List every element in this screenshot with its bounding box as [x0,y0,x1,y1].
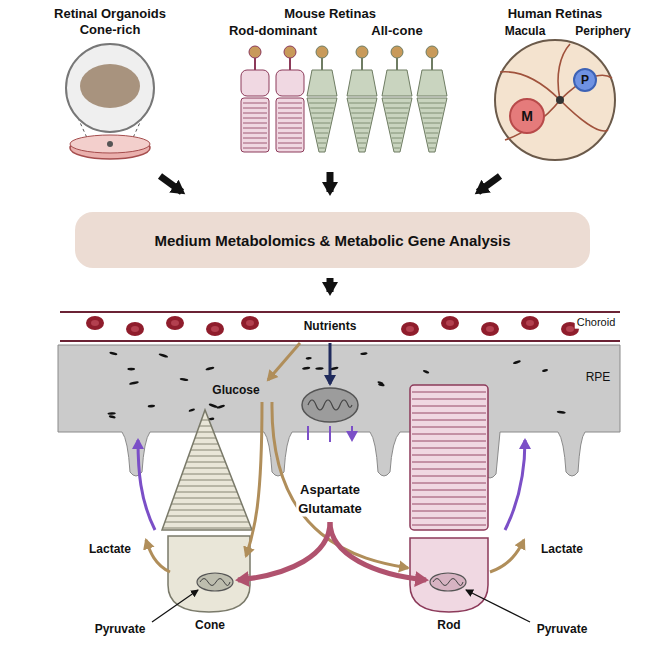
analysis-box: Medium Metabolomics & Metabolic Gene Ana… [75,212,590,268]
metabolite-label: Lactate [539,543,585,557]
panel-subtitle: All-cone [369,24,424,39]
panel-subtitle: Cone-rich [78,23,143,38]
metabolite-label: Aspartate [298,483,362,498]
metabolite-label: Glutamate [296,502,364,517]
choroid-band [60,312,620,341]
organoid-dish [66,44,154,159]
periphery-circle: P [573,68,597,92]
cell-label: Rod [435,619,462,633]
layer-label: Choroid [575,316,618,329]
metabolite-label: Nutrients [302,320,359,334]
region-label: Periphery [573,25,632,39]
metabolite-label: Pyruvate [535,623,590,637]
metabolite-label: Lactate [87,543,133,557]
cell-label: Cone [193,619,227,633]
panel-title: Mouse Retinas [282,7,378,22]
panel-title: Retinal Organoids [52,7,168,22]
panel-subtitle: Rod-dominant [227,24,319,39]
node-text: P [581,73,589,87]
node-text: Medium Metabolomics & Metabolic Gene Ana… [154,232,510,249]
metabolic-flows [138,343,530,622]
panel-title: Human Retinas [506,7,605,22]
macula-circle: M [509,98,545,134]
layer-label: RPE [584,371,613,385]
region-label: Macula [503,25,548,39]
photoreceptor-cells [241,46,447,152]
node-text: M [521,108,533,124]
rpe-layer [58,345,620,478]
human-retina [495,40,615,160]
rpe-mitochondrion [302,388,358,422]
metabolite-label: Pyruvate [93,623,148,637]
metabolite-label: Glucose [210,384,261,398]
